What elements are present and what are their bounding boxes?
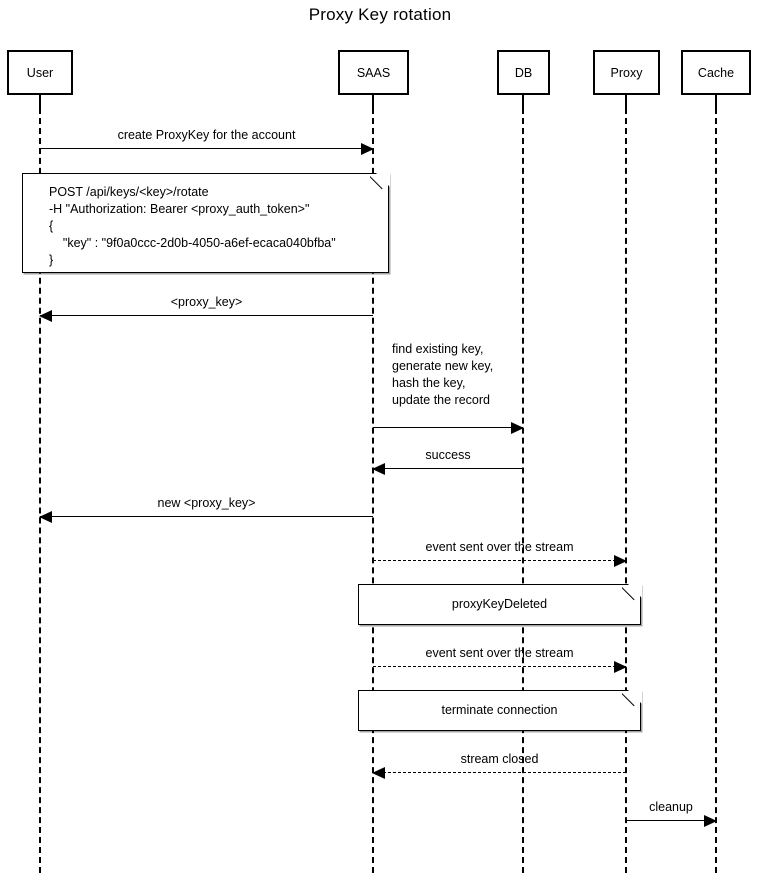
message-line [40, 315, 373, 316]
actor-box-user[interactable]: User [7, 50, 73, 95]
message-line [373, 772, 626, 773]
lifeline-proxy [625, 108, 627, 873]
note-fold-edge-icon [622, 584, 641, 603]
lifeline-stub-saas [372, 95, 374, 108]
note-fold-edge-icon [622, 690, 641, 709]
arrowhead-icon [704, 814, 717, 827]
arrowhead-icon [511, 421, 524, 434]
message-label: cleanup [649, 800, 693, 814]
actor-box-db[interactable]: DB [497, 50, 550, 95]
activity-text-saas-internal-steps: find existing key, generate new key, has… [392, 342, 494, 407]
message-line [40, 516, 373, 517]
note-request-note: POST /api/keys/<key>/rotate -H "Authoriz… [22, 172, 390, 273]
actor-label: User [26, 65, 54, 80]
message-line [373, 666, 626, 667]
arrowhead-icon [39, 510, 52, 523]
note-text: terminate connection [441, 703, 558, 717]
note-fold-edge-icon [370, 173, 389, 192]
message-label: stream closed [460, 752, 539, 766]
arrowhead-icon [372, 766, 385, 779]
arrowhead-icon [614, 554, 627, 567]
actor-box-saas[interactable]: SAAS [338, 50, 409, 95]
message-line [373, 560, 626, 561]
message-line [373, 427, 523, 428]
note-text: POST /api/keys/<key>/rotate -H "Authoriz… [49, 185, 336, 267]
message-line [626, 820, 716, 821]
lifeline-saas [372, 108, 374, 873]
message-label: success [425, 448, 471, 462]
message-label: new <proxy_key> [157, 496, 256, 510]
actor-label: SAAS [356, 65, 391, 80]
actor-box-cache[interactable]: Cache [681, 50, 751, 95]
lifeline-stub-proxy [625, 95, 627, 108]
lifeline-user [39, 108, 41, 873]
arrowhead-icon [361, 142, 374, 155]
lifeline-cache [715, 108, 717, 873]
actor-label: DB [514, 65, 533, 80]
message-label: create ProxyKey for the account [117, 128, 296, 142]
message-line [40, 148, 373, 149]
actor-box-proxy[interactable]: Proxy [593, 50, 660, 95]
message-line [373, 468, 523, 469]
lifeline-stub-user [39, 95, 41, 108]
lifeline-stub-db [522, 95, 524, 108]
note-text: proxyKeyDeleted [451, 597, 548, 611]
page-title: Proxy Key rotation [308, 5, 452, 24]
message-label: event sent over the stream [425, 540, 574, 554]
actor-label: Cache [697, 65, 735, 80]
arrowhead-icon [39, 309, 52, 322]
lifeline-db [522, 108, 524, 873]
actor-label: Proxy [610, 65, 643, 80]
lifeline-stub-cache [715, 95, 717, 108]
arrowhead-icon [372, 462, 385, 475]
message-label: event sent over the stream [425, 646, 574, 660]
arrowhead-icon [614, 660, 627, 673]
note-proxy-key-deleted-note: proxyKeyDeleted [358, 583, 642, 625]
note-terminate-connection-note: terminate connection [358, 689, 642, 731]
message-label: <proxy_key> [170, 295, 243, 309]
